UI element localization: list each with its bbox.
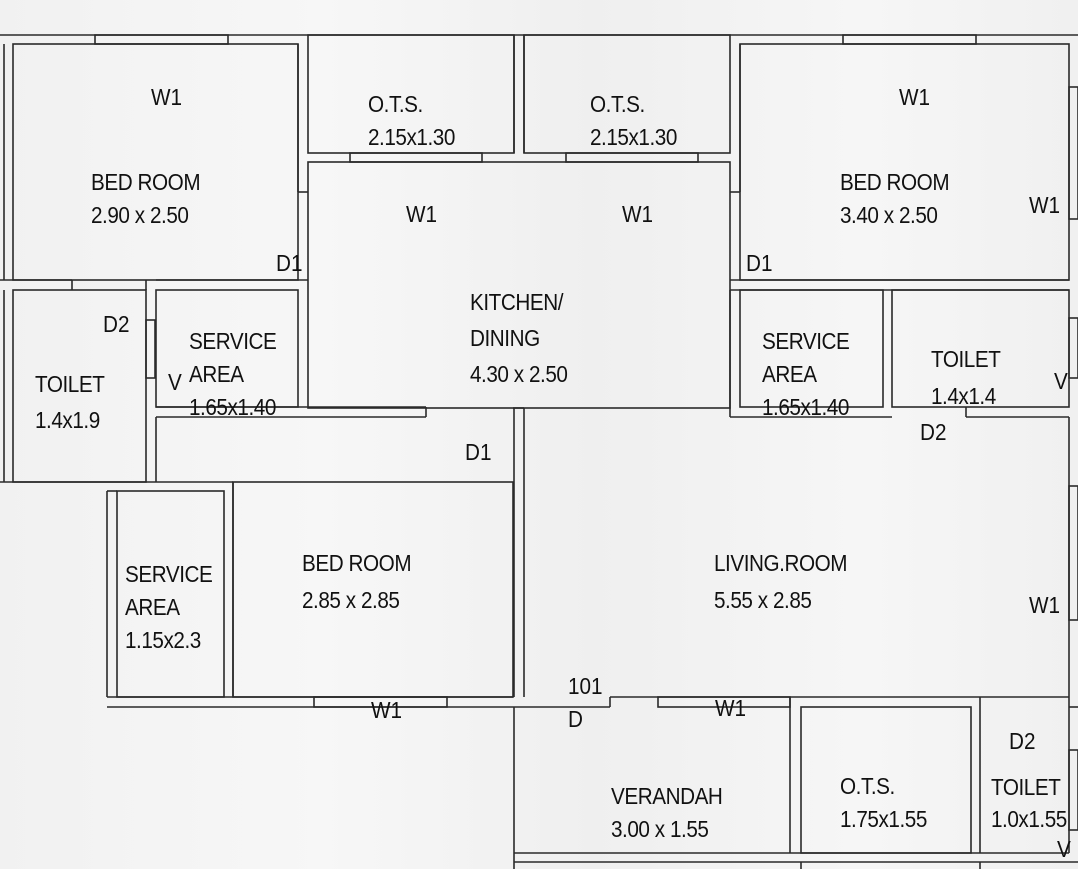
room-name: KITCHEN/ bbox=[470, 289, 564, 315]
room-kitchen-dining: KITCHEN/ DINING 4.30 x 2.50 bbox=[470, 284, 568, 392]
room-living: LIVING.ROOM 5.55 x 2.85 bbox=[714, 545, 848, 619]
window-mark: W1 bbox=[622, 201, 654, 227]
room-verandah: VERANDAH 3.00 x 1.55 bbox=[611, 780, 723, 846]
room-name: TOILET bbox=[35, 371, 105, 397]
ventilator-mark: V bbox=[1057, 836, 1071, 862]
room-name-line2: AREA bbox=[189, 361, 244, 387]
room-name: VERANDAH bbox=[611, 783, 723, 809]
room-service-area-2: SERVICE AREA 1.65x1.40 bbox=[762, 325, 850, 424]
room-dimension: 1.4x1.4 bbox=[931, 383, 996, 409]
room-service-area-3: SERVICE AREA 1.15x2.3 bbox=[125, 558, 213, 657]
room-name: SERVICE bbox=[125, 561, 213, 587]
room-name: LIVING.ROOM bbox=[714, 550, 848, 576]
room-ots-2: O.T.S. 2.15x1.30 bbox=[590, 88, 677, 154]
room-name: BED ROOM bbox=[840, 169, 950, 195]
window-mark: W1 bbox=[371, 697, 403, 723]
window-mark: W1 bbox=[1029, 192, 1061, 218]
room-ots-3: O.T.S. 1.75x1.55 bbox=[840, 770, 927, 836]
room-dimension: 2.15x1.30 bbox=[590, 124, 677, 150]
room-toilet-2: TOILET 1.4x1.4 bbox=[931, 341, 1001, 415]
bedroom-2-outline bbox=[739, 43, 1070, 281]
ventilator-mark: V bbox=[1054, 368, 1068, 394]
door-mark: D1 bbox=[465, 439, 492, 465]
door-mark: D2 bbox=[920, 419, 947, 445]
room-dimension: 1.65x1.40 bbox=[762, 394, 849, 420]
room-dimension: 2.90 x 2.50 bbox=[91, 202, 189, 228]
room-name: SERVICE bbox=[762, 328, 850, 354]
main-door-mark: D bbox=[568, 706, 583, 732]
room-name: SERVICE bbox=[189, 328, 277, 354]
window-mark: W1 bbox=[899, 84, 931, 110]
door-mark: D2 bbox=[103, 311, 130, 337]
room-toilet-3: TOILET 1.0x1.55 bbox=[991, 771, 1067, 835]
room-name: TOILET bbox=[991, 774, 1061, 800]
room-toilet-1: TOILET 1.4x1.9 bbox=[35, 366, 105, 438]
room-ots-1: O.T.S. 2.15x1.30 bbox=[368, 88, 455, 154]
unit-number: 101 bbox=[568, 673, 603, 699]
bedroom-1-outline bbox=[12, 43, 299, 281]
room-dimension: 1.75x1.55 bbox=[840, 806, 927, 832]
room-name-line2: DINING bbox=[470, 325, 540, 351]
room-name: BED ROOM bbox=[302, 550, 412, 576]
door-mark: D1 bbox=[276, 250, 303, 276]
room-name-line2: AREA bbox=[125, 594, 180, 620]
room-dimension: 2.15x1.30 bbox=[368, 124, 455, 150]
room-dimension: 3.00 x 1.55 bbox=[611, 816, 709, 842]
room-name: TOILET bbox=[931, 346, 1001, 372]
room-service-area-1: SERVICE AREA 1.65x1.40 bbox=[189, 325, 277, 424]
room-name: O.T.S. bbox=[368, 91, 423, 117]
room-bedroom-2: BED ROOM 3.40 x 2.50 bbox=[840, 166, 950, 232]
room-dimension: 1.15x2.3 bbox=[125, 627, 201, 653]
window-mark: W1 bbox=[151, 84, 183, 110]
room-name: O.T.S. bbox=[840, 773, 895, 799]
room-dimension: 1.4x1.9 bbox=[35, 407, 100, 433]
room-bedroom-3: BED ROOM 2.85 x 2.85 bbox=[302, 545, 412, 619]
room-dimension: 1.65x1.40 bbox=[189, 394, 276, 420]
door-mark: D1 bbox=[746, 250, 773, 276]
window-mark: W1 bbox=[715, 695, 747, 721]
window-mark: W1 bbox=[1029, 592, 1061, 618]
room-dimension: 3.40 x 2.50 bbox=[840, 202, 938, 228]
room-bedroom-1: BED ROOM 2.90 x 2.50 bbox=[91, 166, 201, 232]
window-mark: W1 bbox=[406, 201, 438, 227]
room-dimension: 2.85 x 2.85 bbox=[302, 587, 400, 613]
ventilator-mark: V bbox=[168, 369, 182, 395]
room-dimension: 5.55 x 2.85 bbox=[714, 587, 812, 613]
door-mark: D2 bbox=[1009, 728, 1036, 754]
room-dimension: 1.0x1.55 bbox=[991, 806, 1067, 832]
room-name: BED ROOM bbox=[91, 169, 201, 195]
room-name-line2: AREA bbox=[762, 361, 817, 387]
room-name: O.T.S. bbox=[590, 91, 645, 117]
room-dimension: 4.30 x 2.50 bbox=[470, 361, 568, 387]
